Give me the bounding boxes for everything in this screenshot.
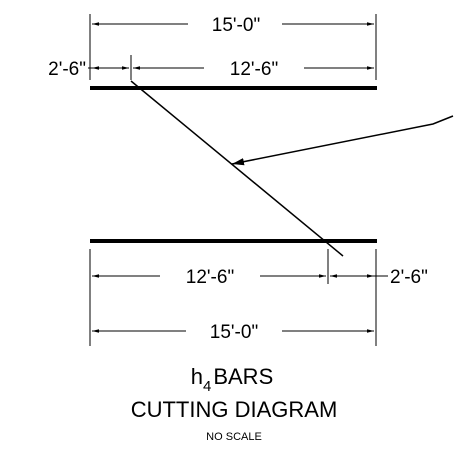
caption-scale-note: NO SCALE bbox=[206, 431, 262, 443]
caption-bar-subscript: 4 bbox=[203, 378, 211, 395]
leader-line bbox=[231, 115, 454, 166]
caption-bar-suffix: BARS bbox=[213, 364, 273, 389]
caption-bar-letter: h bbox=[191, 364, 203, 389]
caption-title: CUTTING DIAGRAM bbox=[131, 397, 338, 422]
top-right-dim-label: 12'-6" bbox=[230, 59, 278, 80]
top-split-dimension: 2'-6" 12'-6" bbox=[48, 55, 374, 80]
caption: h4BARS CUTTING DIAGRAM NO SCALE bbox=[131, 364, 338, 443]
bottom-left-dim-label: 12'-6" bbox=[186, 267, 234, 288]
top-overall-dim-label: 15'-0" bbox=[212, 15, 260, 36]
bottom-overall-dim-label: 15'-0" bbox=[210, 322, 258, 343]
top-overall-dimension: 15'-0" bbox=[89, 14, 377, 80]
caption-bar-mark: h4BARS bbox=[191, 364, 274, 395]
bottom-split-dimension: 12'-6" 2'-6" bbox=[89, 249, 428, 346]
bottom-right-dim-label: 2'-6" bbox=[390, 267, 428, 288]
cut-line bbox=[130, 80, 344, 257]
top-left-dim-label: 2'-6" bbox=[48, 59, 86, 80]
bottom-overall-dimension: 15'-0" bbox=[92, 322, 374, 343]
